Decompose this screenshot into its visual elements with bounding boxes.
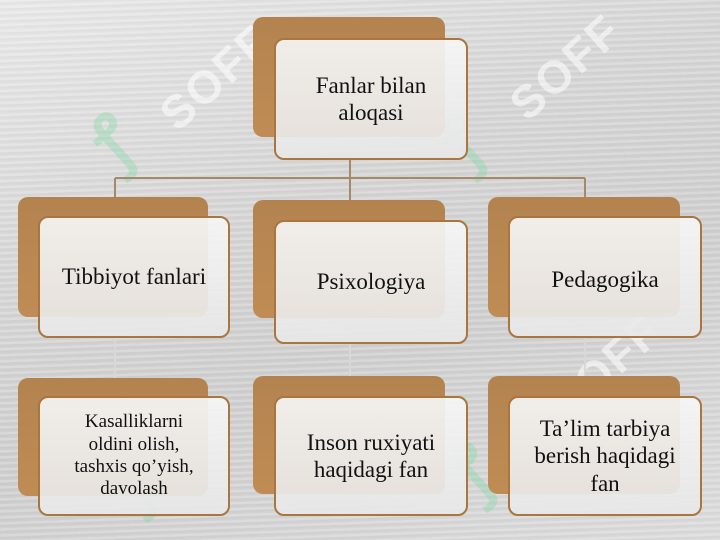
- child-node-pedagogika: Ta’lim tarbiya berish haqidagi fan: [508, 396, 702, 516]
- child-node-tibbiyot: Kasalliklarni oldini olish, tashxis qo’y…: [38, 396, 230, 516]
- branch-node-psixologiya: Psixologiya: [274, 220, 468, 344]
- branch-node-tibbiyot: Tibbiyot fanlari: [38, 216, 230, 338]
- child-node-psixologiya: Inson ruxiyati haqidagi fan: [274, 396, 468, 516]
- root-node: Fanlar bilan aloqasi: [274, 38, 468, 160]
- branch-node-pedagogika: Pedagogika: [508, 216, 702, 338]
